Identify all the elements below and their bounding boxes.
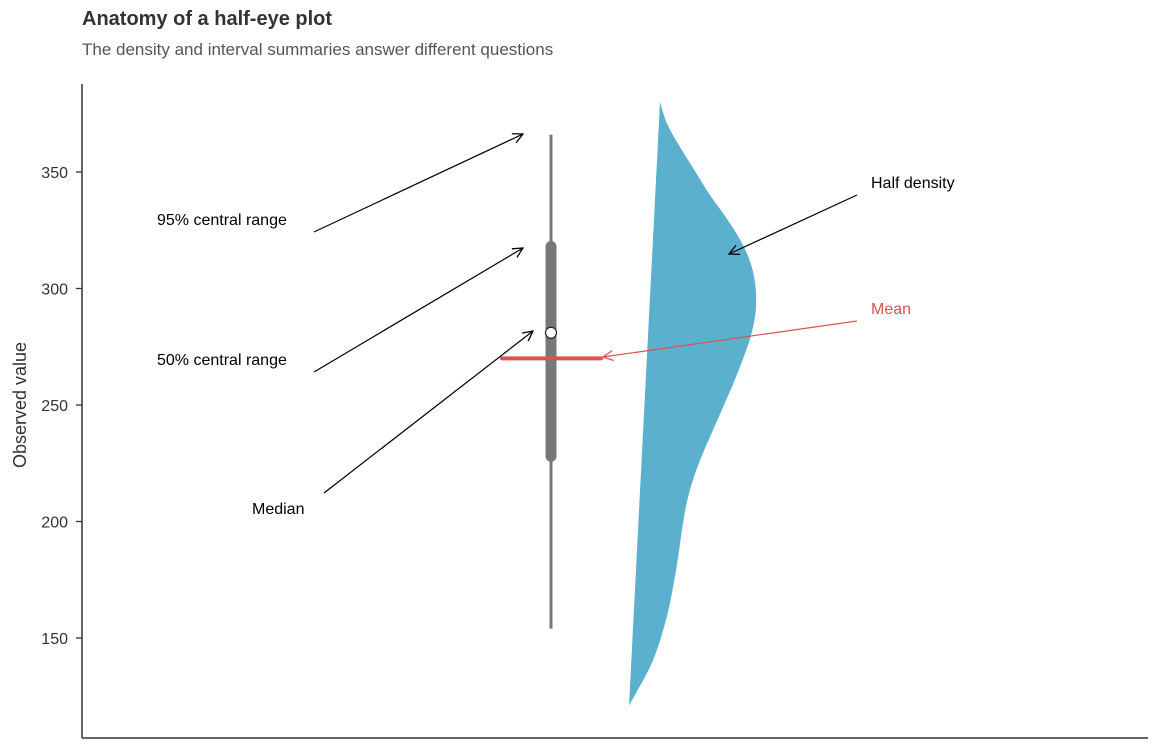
annotation-label-range50: 50% central range (157, 352, 287, 369)
half-density (629, 102, 757, 706)
annotation-arrow-density (729, 194, 858, 254)
y-tick-label: 300 (41, 282, 68, 299)
annotation-label-median: Median (252, 501, 304, 518)
y-tick-label: 350 (41, 165, 68, 182)
chart-title: Anatomy of a half-eye plot (82, 8, 333, 30)
chart-subtitle: The density and interval summaries answe… (82, 40, 554, 59)
median-point (544, 326, 558, 339)
y-axis-title: Observed value (10, 342, 30, 468)
annotation-arrow-mean (603, 320, 858, 357)
y-tick-label: 150 (41, 631, 68, 648)
annotation-label-density: Half density (871, 175, 955, 192)
y-tick-label: 250 (41, 398, 68, 415)
annotation-arrow-range95 (313, 134, 523, 233)
annotation-label-mean: Mean (871, 301, 911, 318)
y-tick-label: 200 (41, 515, 68, 532)
annotation-arrow-range50 (313, 248, 523, 373)
annotation-arrow-median (323, 331, 533, 494)
annotation-label-range95: 95% central range (157, 212, 287, 229)
